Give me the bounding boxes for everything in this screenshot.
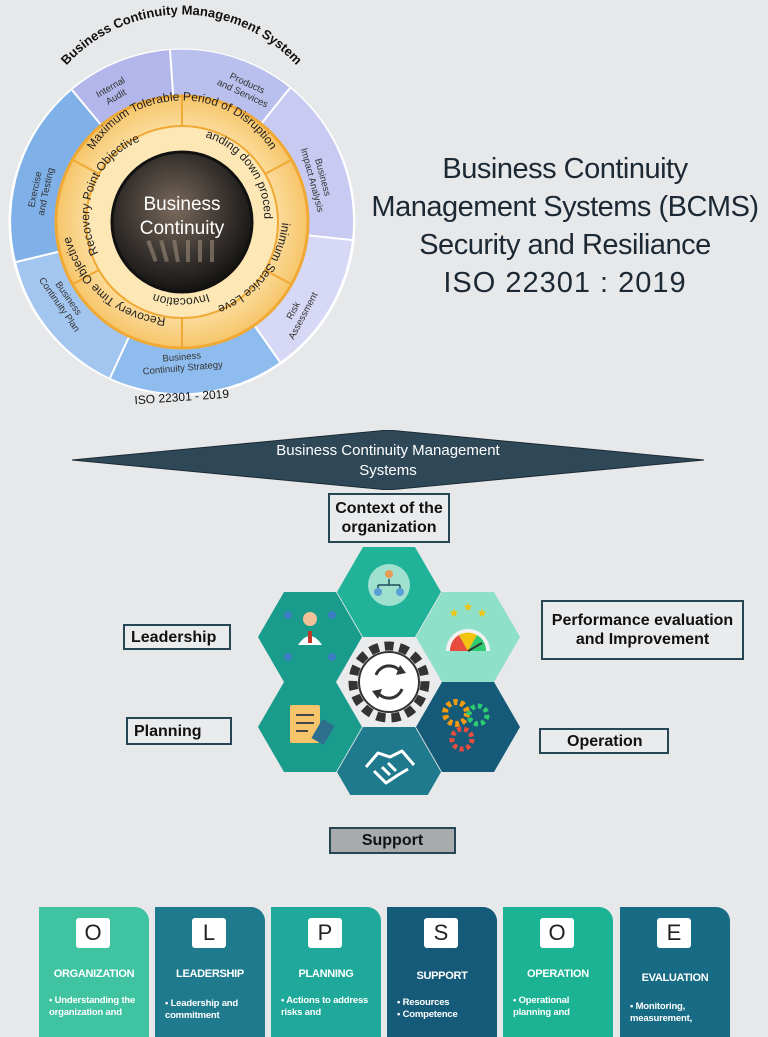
svg-text:★: ★ [463,600,474,614]
column-heading: EVALUATION [641,972,709,984]
title-line-4: ISO 22301 : 2019 [443,267,687,299]
label-operation: Operation [539,728,669,754]
column-heading: PLANNING [298,968,354,980]
column-support: S SUPPORT Resources• Competence [387,907,497,1037]
title-line-1: Business Continuity [442,153,688,185]
page-title: Business Continuity Management Systems (… [370,150,760,302]
column-evaluation: E EVALUATION Monitoring,measurement, [620,907,730,1037]
label-performance: Performance evaluation and Improvement [541,600,744,660]
label-leadership: Leadership [123,624,231,650]
org-chart-icon [368,564,410,606]
column-item: Resources• Competence [397,997,495,1021]
column-letter: E [657,918,691,948]
bcms-wheel-diagram: Business Continuity Maximum Tolerable Pe… [0,0,356,408]
center-label-1: Business [143,194,220,215]
wheel-footer: ISO 22301 - 2019 [134,387,230,408]
hex-performance: ★ ★ ★ [416,592,520,682]
bcms-banner [72,430,704,490]
team-leader-icon [284,611,336,661]
ring-label-invocation: Invocation [151,291,212,310]
svg-text:Business: Business [162,350,202,364]
banner-title: Business Continuity Management Systems [276,442,500,479]
hex-center [337,637,441,727]
gears-icon [442,699,490,752]
svg-text:★: ★ [477,606,488,620]
hex-context [337,547,441,637]
center-label-2: Continuity [140,218,225,239]
column-letter: L [192,918,226,948]
pdca-hex-cluster: ★ ★ ★ [258,547,520,795]
label-context: Context of the organization [328,493,450,543]
column-letter: O [540,918,574,948]
hex-support [337,727,441,795]
column-letter: S [424,918,458,948]
column-heading: LEADERSHIP [176,968,244,980]
gear-cycle-icon [348,641,430,723]
label-planning: Planning [126,717,232,745]
column-organization: O ORGANIZATION Understanding theorganiza… [39,907,149,1037]
gauge-stars-icon: ★ ★ ★ [446,600,490,652]
column-letter: P [308,918,342,948]
column-heading: ORGANIZATION [53,968,135,980]
column-letter: O [76,918,110,948]
title-line-3: Security and Resiliance [419,229,711,261]
hex-leadership [258,592,362,682]
column-item: Monitoring,measurement, [630,1001,728,1025]
checklist-icon [290,705,335,746]
center-photo [110,150,254,294]
hex-operation [416,682,520,772]
label-support: Support [329,827,456,854]
column-heading: SUPPORT [416,970,468,982]
hex-planning [258,682,362,772]
handshake-icon [364,749,416,785]
column-heading: OPERATION [527,968,589,980]
pdca-columns: O ORGANIZATION Understanding theorganiza… [39,907,739,1037]
title-line-2: Management Systems (BCMS) [371,191,759,223]
svg-text:★: ★ [449,606,460,620]
